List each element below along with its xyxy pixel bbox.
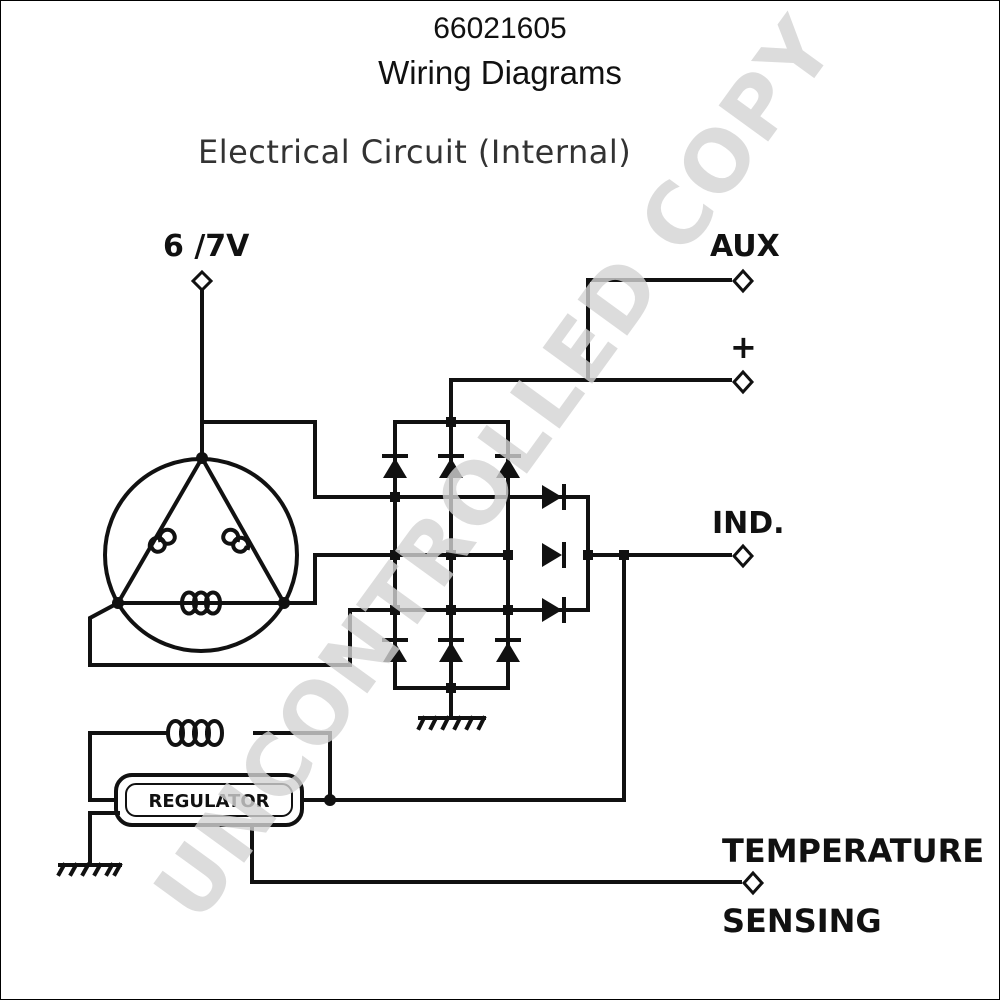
regulator: REGULATOR — [88, 719, 336, 827]
exciter-diode-1 — [540, 482, 566, 512]
exciter-diode-3 — [540, 595, 566, 625]
stator — [103, 452, 299, 653]
exciter-diode-2 — [540, 540, 566, 570]
label-voltage: 6 /7V — [163, 229, 250, 264]
terminal-aux — [731, 268, 755, 294]
diode-positive-1 — [380, 454, 410, 480]
ground-rectifier — [416, 686, 487, 731]
field-coil — [165, 719, 225, 747]
label-aux: AUX — [710, 229, 780, 264]
label-sensing: SENSING — [722, 902, 882, 940]
diode-negative-3 — [493, 638, 523, 664]
diagram-subtitle: Electrical Circuit (Internal) — [198, 133, 632, 171]
terminal-6-7v — [190, 269, 214, 293]
diode-negative-2 — [436, 638, 466, 664]
terminal-ind — [731, 543, 755, 569]
stator-coil-left — [147, 527, 177, 554]
stator-coil-bottom — [179, 590, 223, 616]
stator-housing — [103, 457, 299, 653]
document-title: Wiring Diagrams — [378, 54, 622, 91]
document-code: 66021605 — [433, 12, 567, 45]
label-ind: IND. — [712, 506, 785, 541]
label-temperature: TEMPERATURE — [722, 832, 984, 870]
terminal-temperature-sensing — [741, 870, 765, 896]
label-plus: + — [730, 328, 757, 366]
regulator-label: REGULATOR — [149, 791, 270, 812]
stator-coil-right — [221, 527, 251, 554]
ground-regulator — [56, 811, 123, 877]
terminal-plus — [731, 369, 755, 395]
